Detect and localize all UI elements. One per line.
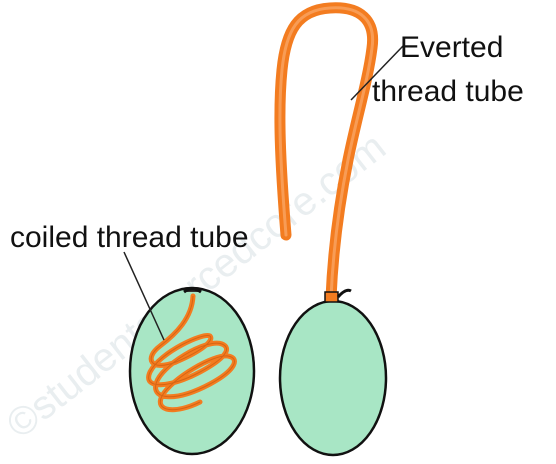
right-tube-base xyxy=(325,292,338,302)
left-spore xyxy=(130,288,254,454)
right-polar-cap-icon xyxy=(338,290,351,297)
right-spore-body xyxy=(280,301,386,455)
everted-label-line2: thread tube xyxy=(372,75,524,108)
left-polar-cap-icon xyxy=(184,289,201,292)
everted-label-line1: Everted xyxy=(400,31,503,64)
coiled-label: coiled thread tube xyxy=(10,221,249,254)
